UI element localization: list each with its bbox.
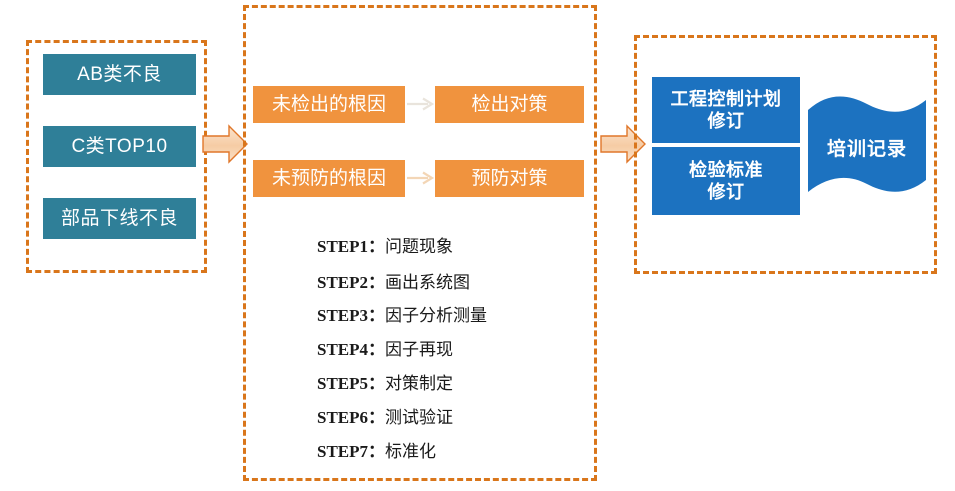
action-box-prevention[interactable]: 预防对策 bbox=[435, 160, 584, 197]
step-key: STEP3： bbox=[317, 306, 386, 325]
panel-inputs bbox=[26, 40, 207, 273]
output-box-line1: 检验标准 bbox=[689, 159, 763, 180]
step-item: STEP6：测试验证 bbox=[317, 403, 453, 428]
flow-arrow-inputs-to-analysis-icon bbox=[202, 124, 249, 164]
step-value: 画出系统图 bbox=[385, 273, 471, 292]
step-item: STEP1：问题现象 bbox=[317, 232, 453, 257]
panel-outputs bbox=[634, 35, 937, 274]
step-item: STEP5：对策制定 bbox=[317, 369, 453, 394]
step-key: STEP2： bbox=[317, 273, 386, 292]
output-box-control-plan-revision[interactable]: 工程控制计划 修订 bbox=[652, 77, 800, 143]
step-item: STEP2：画出系统图 bbox=[317, 268, 470, 293]
step-value: 测试验证 bbox=[385, 408, 454, 427]
action-box-detection[interactable]: 检出对策 bbox=[435, 86, 584, 123]
input-box-offline-defect[interactable]: 部品下线不良 bbox=[43, 198, 196, 239]
output-box-inspection-standard-revision[interactable]: 检验标准 修订 bbox=[652, 147, 800, 215]
step-key: STEP4： bbox=[317, 340, 386, 359]
step-item: STEP3：因子分析测量 bbox=[317, 301, 487, 326]
step-key: STEP7： bbox=[317, 442, 386, 461]
output-box-line2: 修订 bbox=[707, 111, 745, 131]
training-record-banner[interactable]: 培训记录 bbox=[806, 96, 928, 198]
step-value: 问题现象 bbox=[385, 237, 454, 256]
step-value: 因子分析测量 bbox=[385, 306, 488, 325]
arrow-cause-to-action-2-icon bbox=[407, 171, 435, 185]
output-box-line2: 修订 bbox=[707, 182, 745, 202]
step-item: STEP7：标准化 bbox=[317, 437, 436, 462]
cause-box-undetected[interactable]: 未检出的根因 bbox=[253, 86, 405, 123]
step-value: 因子再现 bbox=[385, 340, 454, 359]
panel-analysis bbox=[243, 5, 597, 481]
output-box-line1: 工程控制计划 bbox=[670, 88, 782, 109]
input-box-ab-defect[interactable]: AB类不良 bbox=[43, 54, 196, 95]
step-value: 对策制定 bbox=[385, 374, 454, 393]
step-key: STEP1： bbox=[317, 237, 386, 256]
step-item: STEP4：因子再现 bbox=[317, 335, 453, 360]
step-key: STEP6： bbox=[317, 408, 386, 427]
step-key: STEP5： bbox=[317, 374, 386, 393]
wavy-flag-icon bbox=[808, 96, 926, 192]
step-value: 标准化 bbox=[385, 442, 437, 461]
input-box-c-top10[interactable]: C类TOP10 bbox=[43, 126, 196, 167]
arrow-cause-to-action-1-icon bbox=[407, 97, 435, 111]
cause-box-unprevented[interactable]: 未预防的根因 bbox=[253, 160, 405, 197]
